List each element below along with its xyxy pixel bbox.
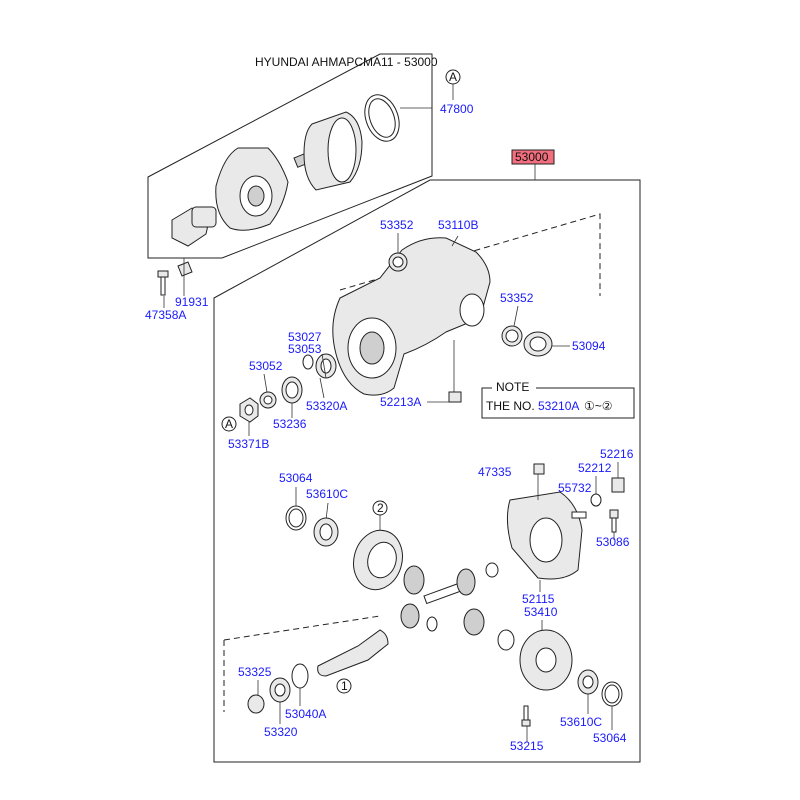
part-label-52216[interactable]: 52216 — [600, 447, 634, 461]
shim-53064-left — [285, 505, 307, 531]
part-label-53610C-left[interactable]: 53610C — [306, 487, 348, 501]
marker-a-top: A — [449, 70, 457, 84]
washer-diff-left — [426, 616, 438, 632]
part-label-47358A[interactable]: 47358A — [145, 308, 186, 322]
assembly-badge-label: 53000 — [515, 150, 549, 164]
note-title: NOTE — [496, 380, 529, 394]
part-label-47800[interactable]: 47800 — [440, 102, 474, 116]
part-label-53064-right[interactable]: 53064 — [593, 731, 627, 745]
drive-pinion-gear — [317, 629, 389, 677]
side-gear-right — [456, 568, 476, 596]
plug-52216 — [611, 477, 625, 493]
part-label-53371B[interactable]: 53371B — [228, 437, 269, 451]
washer-53236 — [281, 376, 303, 404]
part-label-53053[interactable]: 53053 — [288, 342, 322, 356]
washer-53410-left — [497, 629, 515, 651]
marker-a-left: A — [225, 417, 233, 431]
part-label-55732[interactable]: 55732 — [558, 481, 592, 495]
part-label-53215[interactable]: 53215 — [510, 739, 544, 753]
bolt-53086 — [609, 509, 619, 533]
note-box — [481, 387, 635, 419]
marker-a-left-circle — [221, 416, 237, 432]
pinion-shaft — [423, 583, 462, 605]
part-label-53027[interactable]: 53027 — [288, 330, 322, 344]
note-range: ①~② — [584, 399, 613, 413]
spacer-53325 — [247, 694, 265, 714]
main-assembly-frame — [213, 179, 641, 763]
marker-2: 2 — [377, 501, 384, 515]
part-label-53610C-right[interactable]: 53610C — [560, 715, 602, 729]
side-gear-left — [403, 565, 425, 595]
part-label-52115[interactable]: 52115 — [522, 592, 555, 606]
part-label-52212[interactable]: 52212 — [578, 461, 612, 475]
bearing-53610C-right — [577, 669, 599, 695]
carrier-housing-part — [332, 237, 491, 396]
assembly-badge[interactable] — [511, 149, 555, 165]
marker-1: 1 — [341, 679, 348, 693]
part-label-53052[interactable]: 53052 — [249, 359, 283, 373]
part-label-91931[interactable]: 91931 — [175, 295, 209, 309]
part-label-53352-top[interactable]: 53352 — [380, 218, 414, 232]
sub-assembly-frame-47800 — [147, 53, 433, 259]
marker-1-circle — [336, 678, 352, 694]
coupling-drum-part — [303, 111, 363, 191]
note-part-link[interactable]: 53210A — [538, 399, 579, 413]
bearing-53610C-left — [313, 517, 339, 547]
part-label-53110B[interactable]: 53110B — [438, 218, 478, 232]
seal-53352-top — [388, 252, 408, 272]
part-label-53064-left[interactable]: 53064 — [279, 471, 313, 485]
snap-ring-47800 — [364, 94, 400, 142]
part-label-53320[interactable]: 53320 — [264, 725, 298, 739]
nut-53371B-part — [239, 397, 259, 423]
leader-line — [451, 235, 459, 247]
washer-diff-right — [485, 562, 499, 578]
rear-cover-52115 — [506, 491, 583, 580]
leader-line — [263, 373, 268, 393]
yoke-flange-part — [171, 206, 217, 247]
shim-53064-right — [601, 681, 623, 707]
bearing-53320A — [315, 353, 337, 379]
part-label-53325[interactable]: 53325 — [238, 665, 272, 679]
pinion-gear-right — [463, 608, 485, 636]
part-label-53320A[interactable]: 53320A — [306, 399, 347, 413]
differential-case-53410 — [519, 629, 573, 691]
note-text-prefix: THE NO. — [486, 399, 535, 413]
part-label-53352-right[interactable]: 53352 — [500, 291, 534, 305]
note-title-bg — [492, 380, 536, 394]
part-label-47335[interactable]: 47335 — [478, 465, 512, 479]
bolt-53215 — [521, 705, 531, 727]
part-label-53410[interactable]: 53410 — [524, 605, 558, 619]
leader-line — [513, 305, 519, 327]
dowel-55732 — [571, 511, 587, 519]
spacer-53052 — [259, 391, 277, 409]
plug-52213A-part — [448, 391, 462, 403]
part-label-53040A[interactable]: 53040A — [285, 707, 326, 721]
leader-line — [325, 502, 329, 521]
coupling-housing-part — [215, 147, 289, 231]
cover-53094 — [523, 331, 553, 357]
bearing-53320 — [269, 677, 291, 703]
part-label-53086[interactable]: 53086 — [596, 535, 630, 549]
spacer-53040A — [291, 663, 309, 689]
drive-pinion-dashed-outline — [223, 615, 381, 641]
part-label-52213A[interactable]: 52213A — [380, 395, 421, 409]
part-label-53236[interactable]: 53236 — [273, 417, 307, 431]
leader-line — [319, 377, 325, 399]
bolt-47358A-part — [157, 261, 193, 296]
washer-52212 — [590, 493, 602, 507]
seal-53352-right — [501, 325, 523, 347]
ring-53027 — [302, 354, 314, 370]
pinion-gear-left — [400, 603, 420, 629]
breather-47335 — [533, 463, 545, 475]
diagram-title: HYUNDAI AHMAPCMA11 - 53000 — [255, 55, 438, 69]
part-label-53094[interactable]: 53094 — [572, 339, 606, 353]
ring-gear-part — [353, 529, 403, 591]
leader-line — [321, 353, 327, 379]
